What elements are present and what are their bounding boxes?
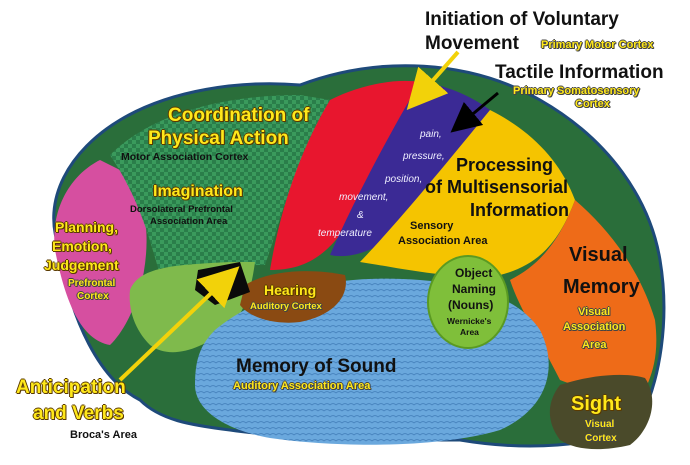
label-sight: Sight [571, 394, 621, 415]
label-antic-2: and Verbs [33, 404, 124, 424]
label-broca: Broca's Area [70, 430, 137, 442]
label-proc-3: Information [470, 201, 569, 220]
label-tactile-sub-1: Primary Somatosensory [513, 86, 640, 98]
label-motor-title-1: Initiation of Voluntary [425, 10, 619, 30]
label-coord-title-2: Physical Action [148, 129, 289, 149]
label-visual-sub-1: Visual [578, 307, 610, 319]
label-mem-title: Memory of Sound [236, 357, 396, 377]
label-hearing: Hearing [264, 283, 316, 298]
label-coord-title-1: Coordination of [168, 106, 309, 126]
label-visual-sub-2: Association [563, 322, 625, 334]
label-imag-title: Imagination [153, 184, 243, 201]
label-plan-2: Emotion, [52, 239, 112, 254]
label-visual-sub-3: Area [582, 340, 606, 352]
label-plan-sub-1: Prefrontal [68, 279, 115, 290]
label-plan-3: Judgement [44, 258, 119, 273]
label-sens-1: Sensory [410, 221, 453, 233]
label-mem-sub: Auditory Association Area [233, 381, 370, 393]
label-plan-1: Planning, [55, 220, 118, 235]
label-imag-sub-1: Dorsolateral Prefrontal [130, 205, 233, 215]
label-obj-3: (Nouns) [448, 299, 493, 312]
label-obj-sub-1: Wernicke's [447, 317, 491, 326]
label-sight-sub-1: Visual [585, 420, 614, 431]
sens-word-position: position, [385, 175, 422, 186]
label-coord-sub: Motor Association Cortex [121, 152, 248, 163]
label-motor-title-2: Movement [425, 34, 519, 54]
label-sight-sub-2: Cortex [585, 434, 617, 445]
sens-word-and: & [357, 211, 364, 222]
label-tactile-title: Tactile Information [495, 63, 664, 83]
label-proc-2: of Multisensorial [425, 178, 568, 197]
label-hearing-sub: Auditory Cortex [250, 302, 322, 312]
label-sens-2: Association Area [398, 236, 487, 248]
label-visual-1: Visual [569, 245, 628, 266]
label-motor-sub: Primary Motor Cortex [541, 40, 653, 52]
sens-word-movement: movement, [339, 193, 388, 204]
sens-word-temperature: temperature [318, 229, 372, 240]
label-plan-sub-2: Cortex [77, 292, 109, 303]
label-visual-2: Memory [563, 277, 640, 298]
label-proc-1: Processing [456, 156, 553, 175]
sens-word-pressure: pressure, [403, 152, 445, 163]
label-antic-1: Anticipation [16, 378, 126, 398]
label-imag-sub-2: Association Area [150, 217, 227, 227]
label-obj-2: Naming [452, 283, 496, 296]
label-obj-1: Object [455, 267, 492, 280]
label-tactile-sub-2: Cortex [575, 99, 610, 111]
sens-word-pain: pain, [420, 130, 442, 141]
label-obj-sub-2: Area [460, 328, 479, 337]
